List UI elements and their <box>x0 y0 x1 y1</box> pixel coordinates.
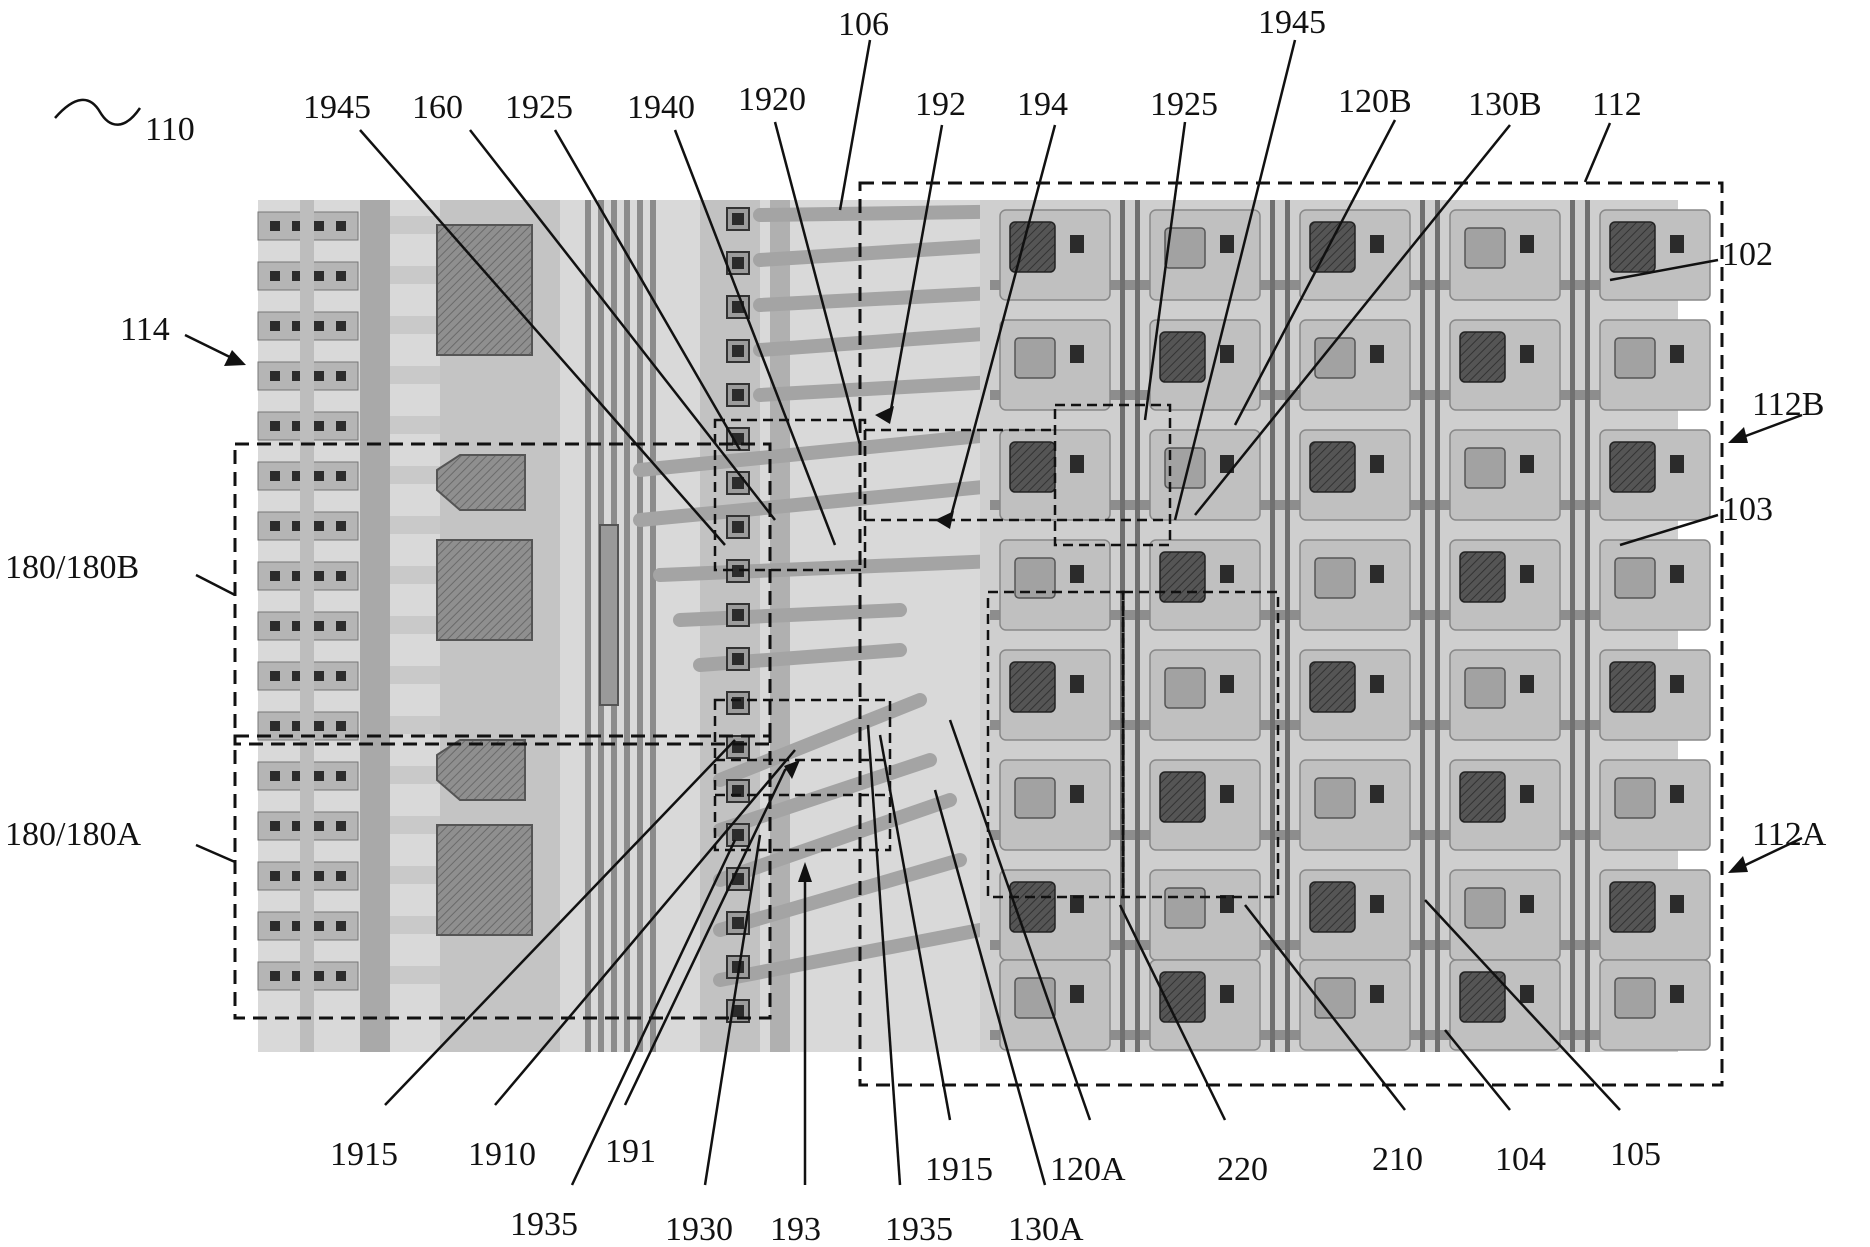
label-180B: 180/180B <box>5 549 139 586</box>
label-180A: 180/180A <box>5 816 141 853</box>
label-160: 160 <box>412 89 463 126</box>
region-220 <box>986 590 1125 899</box>
label-104: 104 <box>1495 1141 1546 1178</box>
label-112A: 112A <box>1752 816 1827 853</box>
label-1925-left: 1925 <box>505 89 573 126</box>
region-191-193-rows <box>715 758 890 797</box>
label-1915-left: 1915 <box>330 1136 398 1173</box>
label-1935-mid: 1935 <box>885 1211 953 1247</box>
transistor-array <box>990 200 1711 1052</box>
region-192-194 <box>863 428 1170 522</box>
region-180A <box>233 734 772 1020</box>
circuit-layout-artwork <box>257 200 1711 1052</box>
label-130B: 130B <box>1468 86 1542 123</box>
region-112 <box>858 181 1724 1087</box>
label-1920: 1920 <box>738 81 806 118</box>
label-110: 110 <box>145 111 195 148</box>
label-1910: 1910 <box>468 1136 536 1173</box>
figure-ref-squiggle <box>54 98 142 126</box>
label-210: 210 <box>1372 1141 1423 1178</box>
label-1925-right: 1925 <box>1150 86 1218 123</box>
via-column <box>726 207 750 1023</box>
label-191: 191 <box>605 1133 656 1170</box>
label-1935-left: 1935 <box>510 1206 578 1243</box>
region-1925-box <box>1053 403 1172 547</box>
reference-labels: 110 106 1945 1945 160 1925 1940 1920 192… <box>5 4 1827 1247</box>
region-191-193 <box>713 698 892 852</box>
label-193: 193 <box>770 1211 821 1247</box>
label-102: 102 <box>1722 236 1773 273</box>
label-120A: 120A <box>1050 1151 1126 1188</box>
label-105: 105 <box>1610 1136 1661 1173</box>
label-1945-top: 1945 <box>1258 4 1326 41</box>
label-120B: 120B <box>1338 83 1412 120</box>
leader-lines <box>54 39 1803 1186</box>
label-220: 220 <box>1217 1151 1268 1188</box>
label-114: 114 <box>120 311 170 348</box>
label-1940: 1940 <box>627 89 695 126</box>
label-130A: 130A <box>1008 1211 1084 1247</box>
label-1930: 1930 <box>665 1211 733 1247</box>
label-192: 192 <box>915 86 966 123</box>
left-region-strips <box>257 211 440 991</box>
label-112: 112 <box>1592 86 1642 123</box>
label-103: 103 <box>1722 491 1773 528</box>
label-194: 194 <box>1017 86 1068 123</box>
label-1945-left: 1945 <box>303 89 371 126</box>
region-210 <box>1121 590 1280 899</box>
label-1915-mid: 1915 <box>925 1151 993 1188</box>
label-106: 106 <box>838 6 889 43</box>
label-112B: 112B <box>1752 386 1824 423</box>
